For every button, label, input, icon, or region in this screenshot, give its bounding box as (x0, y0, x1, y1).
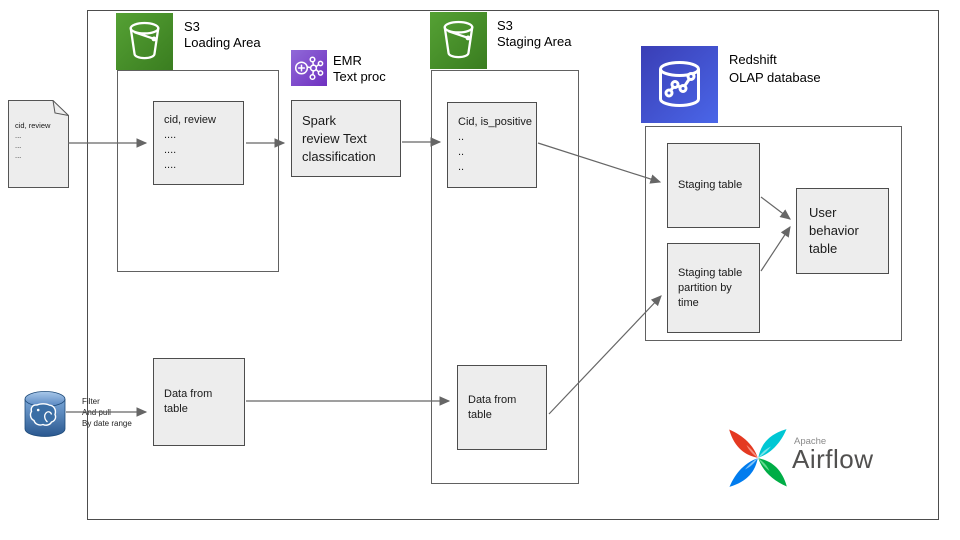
filter-annotation: Filter And pull By date range (82, 397, 132, 428)
spark-job-node: Spark review Text classification (291, 100, 401, 177)
classified-table-node: Cid, is_positive .. .. .. (447, 102, 537, 188)
staging-table-node: Staging table (667, 143, 760, 228)
s3-staging-label: S3 Staging Area (497, 18, 572, 49)
document-icon (8, 100, 69, 188)
staging-data-node: Data from table (457, 365, 547, 450)
staging-partition-node: Staging table partition by time (667, 243, 760, 333)
source-file-text: cid, review ... ... ... (15, 121, 51, 160)
s3-bucket-icon (116, 13, 173, 70)
postgresql-icon (24, 391, 66, 437)
source-file-node: cid, review ... ... ... (8, 100, 69, 188)
emr-label: EMR Text proc (333, 53, 386, 84)
apache-wordmark: Apache (794, 436, 827, 447)
airflow-pinwheel-icon (729, 429, 787, 487)
user-behavior-table-node: User behavior table (796, 188, 889, 274)
airflow-logo: Apache Airflow (727, 427, 907, 493)
loading-table-node: cid, review .... .... .... (153, 101, 244, 185)
s3-loading-label: S3 Loading Area (184, 19, 261, 50)
redshift-label: Redshift OLAP database (729, 52, 821, 85)
s3-bucket-icon (430, 12, 487, 69)
redshift-database-icon (641, 46, 718, 123)
source-data-node: Data from table (153, 358, 245, 446)
airflow-wordmark: Airflow (792, 444, 874, 474)
emr-cluster-icon (291, 50, 327, 86)
